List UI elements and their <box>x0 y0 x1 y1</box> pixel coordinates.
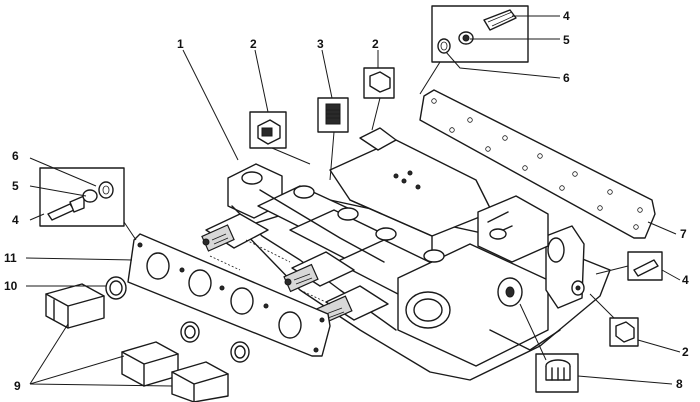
callout-10: 10 <box>4 279 18 293</box>
seal-ring-extra-1 <box>180 321 200 343</box>
plug-2-box-b <box>363 67 395 99</box>
callout-11: 11 <box>4 251 17 265</box>
fastener-set-box-top <box>431 5 529 63</box>
hex-cap-9-b <box>121 341 179 387</box>
solenoid-valve-2 <box>283 251 355 293</box>
callout-1: 1 <box>177 37 184 51</box>
leader-lines <box>25 15 681 387</box>
callout-5: 5 <box>563 33 570 47</box>
hex-cap-9-a <box>45 283 105 329</box>
callout-8: 8 <box>676 377 683 391</box>
gasket-7 <box>419 89 656 239</box>
solenoid-valve-1 <box>201 213 269 252</box>
plug-8-box <box>535 353 579 393</box>
callout-5: 5 <box>12 179 19 193</box>
callout-4: 4 <box>12 213 19 227</box>
callout-9: 9 <box>14 379 21 393</box>
callout-6: 6 <box>563 71 570 85</box>
callout-4: 4 <box>563 9 570 23</box>
callout-4: 4 <box>682 273 689 287</box>
gasket-11 <box>127 233 331 357</box>
callout-2: 2 <box>372 37 379 51</box>
valve-body-housing <box>227 127 611 381</box>
callout-3: 3 <box>317 37 324 51</box>
seal-ring-extra-2 <box>230 341 250 363</box>
hex-cap-9-c <box>171 361 229 402</box>
fastener-set-box-left <box>39 167 125 227</box>
callout-2: 2 <box>250 37 257 51</box>
plug-2-box-a <box>249 111 287 149</box>
callout-labels: 1 2 3 2 4 5 6 6 5 4 11 10 9 7 4 2 8 <box>4 9 689 393</box>
bolt-3-box <box>317 97 349 133</box>
callout-6: 6 <box>12 149 19 163</box>
plug-2-box-right <box>609 317 639 347</box>
callout-7: 7 <box>680 227 687 241</box>
bolt-4-box-right <box>627 251 663 281</box>
callout-2: 2 <box>682 345 689 359</box>
seal-ring-10 <box>105 276 127 300</box>
